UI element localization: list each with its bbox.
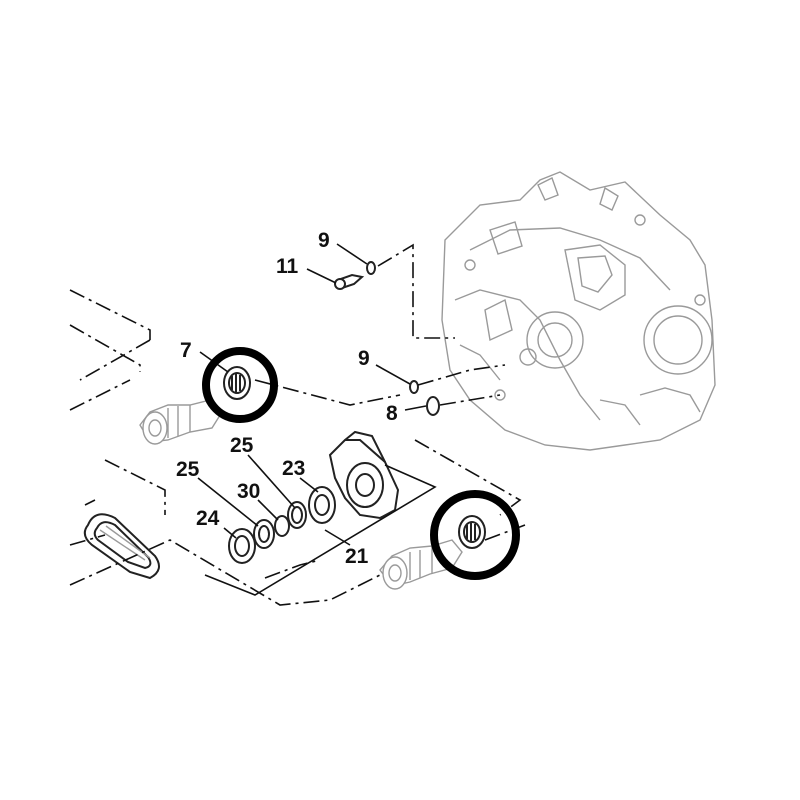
drive-belt xyxy=(83,513,160,580)
assembly-lines xyxy=(69,243,526,606)
bearing-24 xyxy=(228,528,256,564)
callout-labels: 9 11 7 9 8 25 23 25 30 24 21 xyxy=(176,229,398,568)
leader-lines xyxy=(197,243,427,546)
needle-bearing-7 xyxy=(223,366,251,400)
callout-23: 23 xyxy=(282,457,305,480)
highlight-circle-bearing-right xyxy=(430,490,520,580)
spacer-25-lower xyxy=(253,519,275,549)
bearing-housing xyxy=(328,430,400,520)
o-ring-8 xyxy=(426,396,440,416)
callout-25-upper: 25 xyxy=(230,434,254,457)
needle-bearing-right xyxy=(458,515,486,549)
callout-7: 7 xyxy=(180,339,192,362)
pin-11 xyxy=(334,273,365,290)
callout-9-lower: 9 xyxy=(358,347,370,370)
o-ring-9-lower xyxy=(409,380,419,394)
callout-25-lower: 25 xyxy=(176,458,200,481)
callout-21: 21 xyxy=(345,545,369,568)
bearing-23 xyxy=(308,486,336,524)
snap-ring-30 xyxy=(274,515,290,537)
group-21-bracket xyxy=(204,464,437,596)
callout-24: 24 xyxy=(196,507,220,530)
spacer-25-upper xyxy=(287,501,307,529)
callout-30: 30 xyxy=(237,480,260,503)
transmission-housing xyxy=(441,171,716,451)
o-ring-9-upper xyxy=(366,261,376,275)
callout-8: 8 xyxy=(386,402,398,425)
callout-9-upper: 9 xyxy=(318,229,330,252)
highlight-circle-bearing-7 xyxy=(202,347,278,423)
output-shaft xyxy=(379,539,463,590)
callout-11: 11 xyxy=(276,255,299,278)
